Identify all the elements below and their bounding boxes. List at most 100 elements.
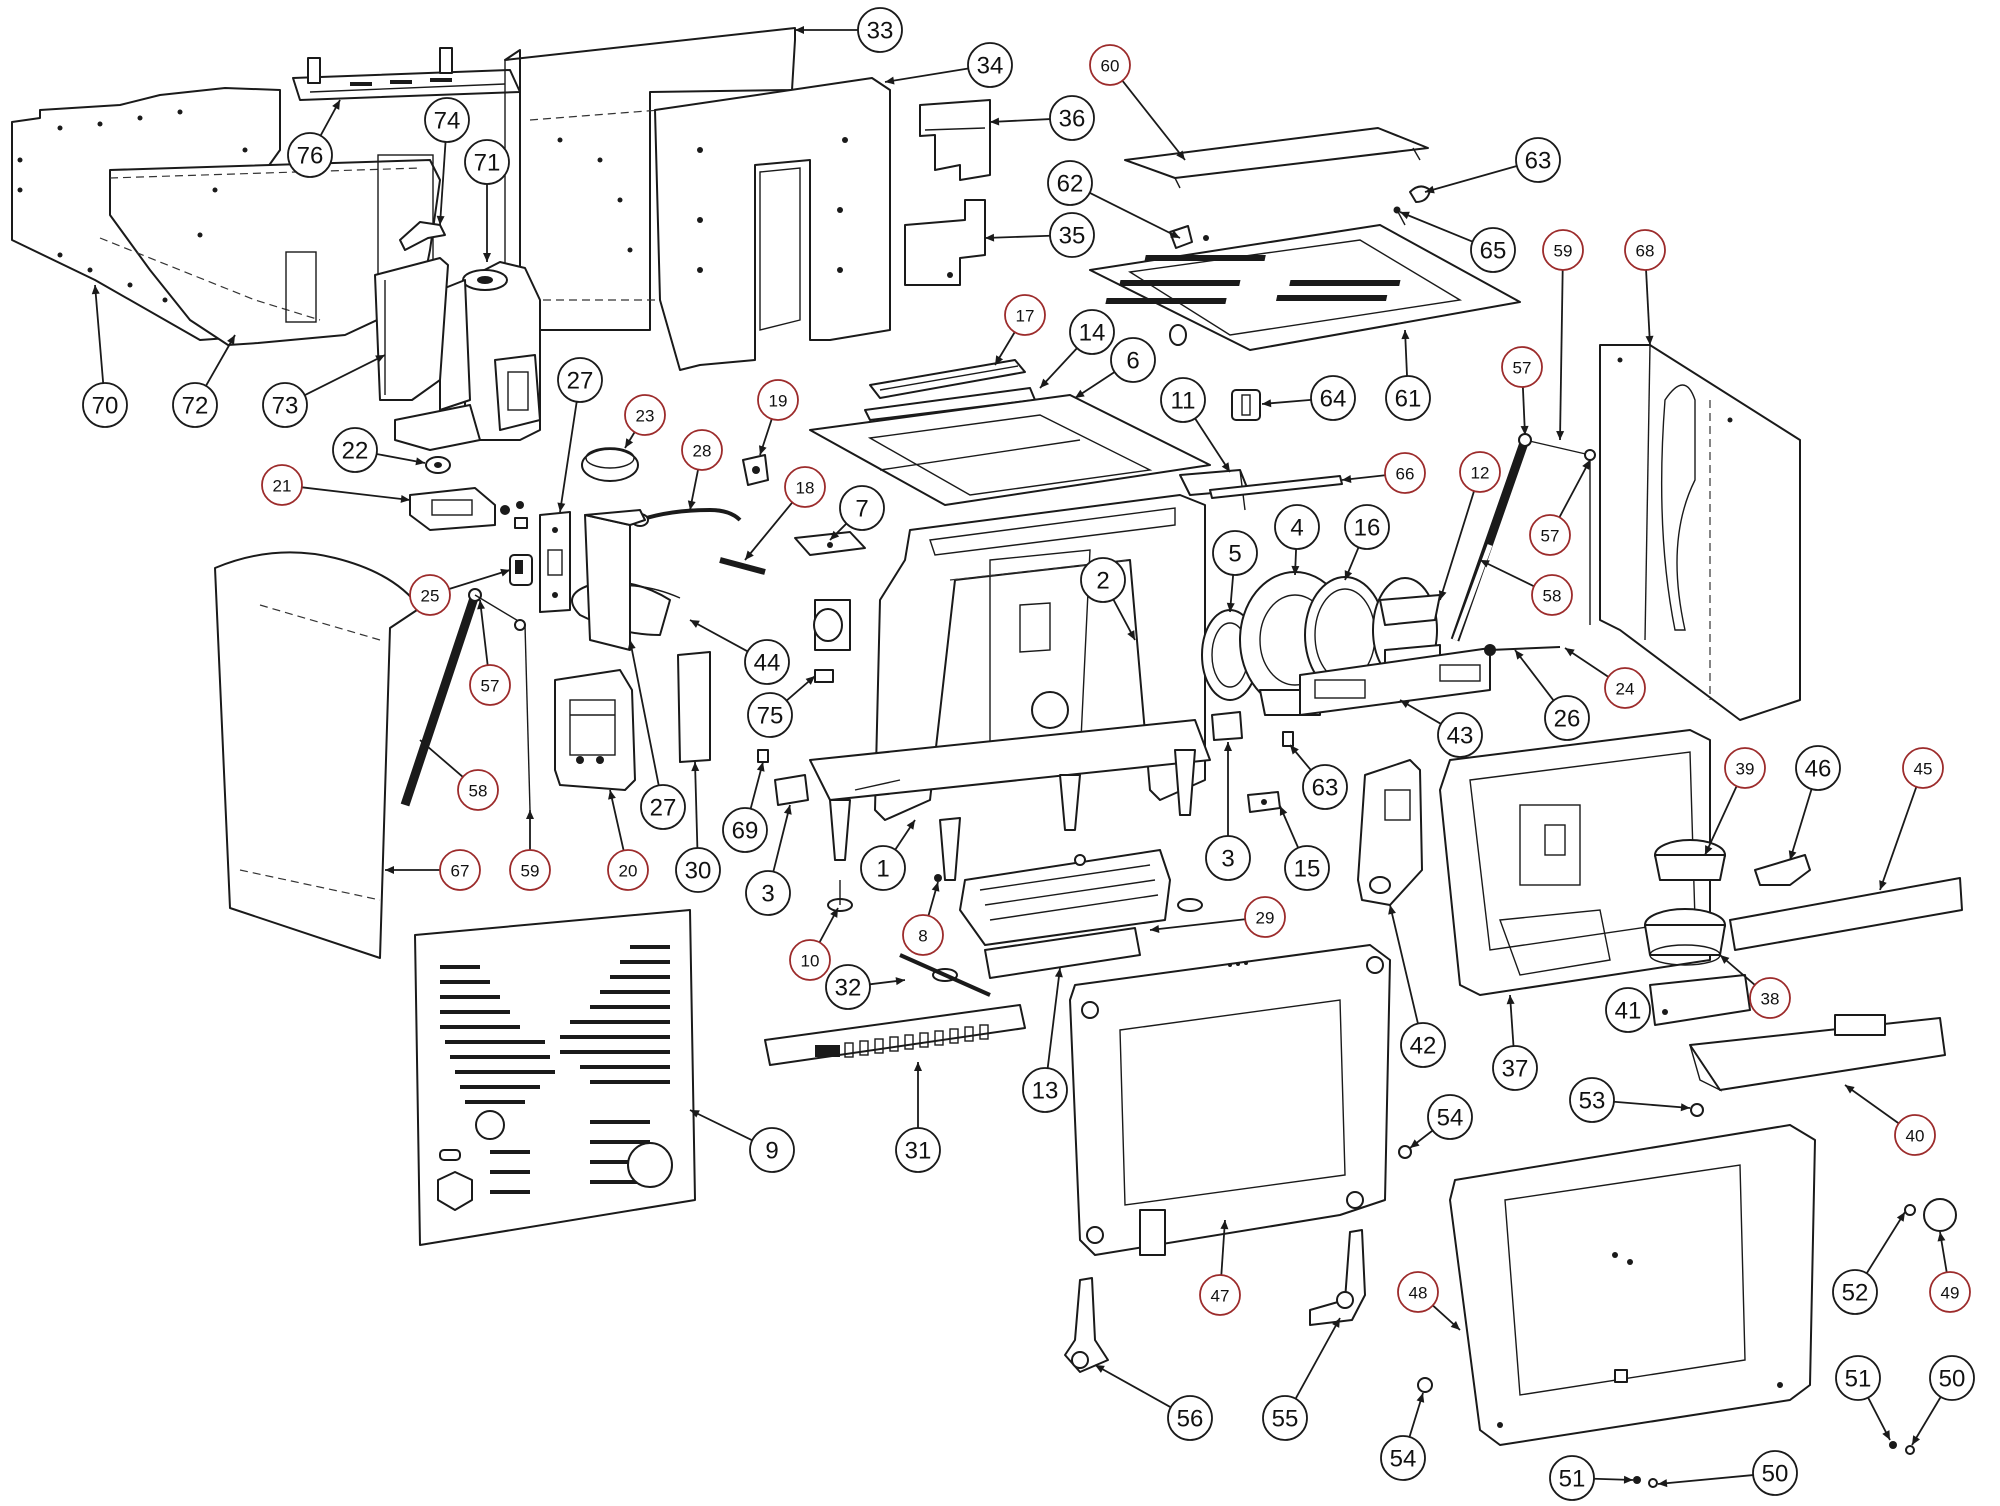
callout-31: 31: [895, 1127, 941, 1173]
callout-label: 66: [1396, 465, 1415, 484]
leader-arrowhead-59: [526, 810, 534, 819]
leader-arrowhead-75: [805, 676, 815, 685]
leader-arrowhead-50: [1912, 1435, 1921, 1445]
callout-circle: [261, 464, 303, 506]
leader-arrowhead-43: [1400, 700, 1410, 708]
callout-circle: [895, 1127, 941, 1173]
callout-label: 9: [765, 1138, 778, 1165]
callout-18: 18: [784, 466, 826, 508]
callout-41: 41: [1605, 987, 1651, 1033]
callout-50: 50: [1752, 1450, 1798, 1496]
leader-line-40: [1844, 1084, 1900, 1125]
leader-arrowhead-18: [745, 550, 754, 560]
callout-27: 27: [557, 357, 603, 403]
part-66-bar: [1209, 475, 1343, 499]
callout-circle: [857, 7, 903, 53]
leader-line-68: [1645, 269, 1651, 346]
leader-line-27: [559, 401, 578, 513]
leader-arrowhead-74: [436, 215, 445, 225]
leader-arrowhead-21: [400, 494, 410, 503]
part-67-side-panel: [214, 551, 421, 959]
callout-circle: [1262, 1395, 1308, 1441]
callout-label: 50: [1939, 1366, 1966, 1393]
callout-label: 54: [1390, 1446, 1417, 1473]
callout-63: 63: [1515, 137, 1561, 183]
callout-label: 64: [1320, 386, 1347, 413]
callout-65: 65: [1470, 227, 1516, 273]
leader-arrowhead-6: [1075, 389, 1085, 398]
callout-36: 36: [1049, 95, 1095, 141]
callout-label: 53: [1579, 1088, 1606, 1115]
part-63-clip-lower: [1282, 731, 1294, 747]
leader-arrowhead-58: [1480, 560, 1490, 568]
callout-label: 52: [1842, 1280, 1869, 1307]
part-46-bracket: [1754, 854, 1811, 886]
leader-arrowhead-53: [1680, 1103, 1690, 1112]
callout-circle: [469, 664, 511, 706]
part-6-top-frame: [809, 394, 1211, 506]
leader-arrowhead-13: [1054, 968, 1063, 978]
leader-arrowhead-32: [895, 977, 905, 986]
callout-76: 76: [287, 132, 333, 178]
callout-circle: [1344, 504, 1390, 550]
leader-line-53: [1613, 1100, 1691, 1109]
part-32-rod: [899, 953, 991, 997]
callout-71: 71: [464, 139, 510, 185]
callout-circle: [1049, 212, 1095, 258]
leader-line-21: [301, 486, 411, 501]
callout-2: 2: [1080, 557, 1126, 603]
callout-circle: [1605, 987, 1651, 1033]
callout-27: 27: [640, 784, 686, 830]
callout-38: 38: [1749, 977, 1791, 1019]
callout-circle: [745, 870, 791, 916]
leader-arrowhead-55: [1332, 1318, 1340, 1328]
part-52-washer: [1904, 1204, 1916, 1216]
part-21-switch: [409, 487, 528, 531]
callout-75: 75: [747, 692, 793, 738]
leader-arrowhead-39: [1705, 845, 1713, 855]
leader-arrowhead-3: [1224, 742, 1232, 751]
leader-line-39: [1704, 785, 1738, 856]
callout-label: 38: [1761, 990, 1780, 1009]
callout-6: 6: [1110, 337, 1156, 383]
callout-46: 46: [1795, 745, 1841, 791]
callout-label: 61: [1395, 386, 1422, 413]
callout-circle: [1501, 346, 1543, 388]
callout-label: 16: [1354, 515, 1381, 542]
callout-label: 3: [1221, 846, 1234, 873]
callout-circle: [1752, 1450, 1798, 1496]
callout-circle: [172, 382, 218, 428]
callout-circle: [1604, 667, 1646, 709]
part-29-burner-pot: [959, 849, 1171, 946]
callout-label: 69: [732, 818, 759, 845]
callout-label: 76: [297, 143, 324, 170]
part-19-clip: [742, 454, 769, 486]
callout-51: 51: [1549, 1455, 1595, 1501]
leader-arrowhead-12: [1438, 590, 1447, 600]
leader-line-50: [1657, 1474, 1754, 1485]
callout-label: 68: [1636, 242, 1655, 261]
callout-circle: [744, 639, 790, 685]
callout-circle: [1080, 557, 1126, 603]
part-56-hinge: [1064, 1277, 1109, 1373]
callout-22: 22: [332, 427, 378, 473]
callout-label: 57: [481, 677, 500, 696]
callout-circle: [1385, 375, 1431, 421]
leader-arrowhead-58: [420, 740, 430, 749]
callout-circle: [1212, 530, 1258, 576]
part-60-lid: [1124, 127, 1429, 189]
leader-arrowhead-14: [1040, 378, 1050, 388]
leader-arrowhead-70: [91, 285, 100, 295]
leader-arrowhead-26: [1515, 650, 1524, 660]
callout-label: 37: [1502, 1056, 1529, 1083]
leader-line-73: [304, 354, 386, 396]
callout-circle: [1902, 747, 1944, 789]
part-70-hopper-shell: [11, 87, 441, 346]
leader-arrowhead-3: [783, 805, 792, 815]
callout-label: 13: [1032, 1078, 1059, 1105]
callout-label: 14: [1079, 320, 1106, 347]
part-34-inner-panel: [654, 77, 891, 371]
callout-label: 58: [469, 782, 488, 801]
leader-arrowhead-60: [1176, 150, 1185, 160]
callout-label: 35: [1059, 223, 1086, 250]
